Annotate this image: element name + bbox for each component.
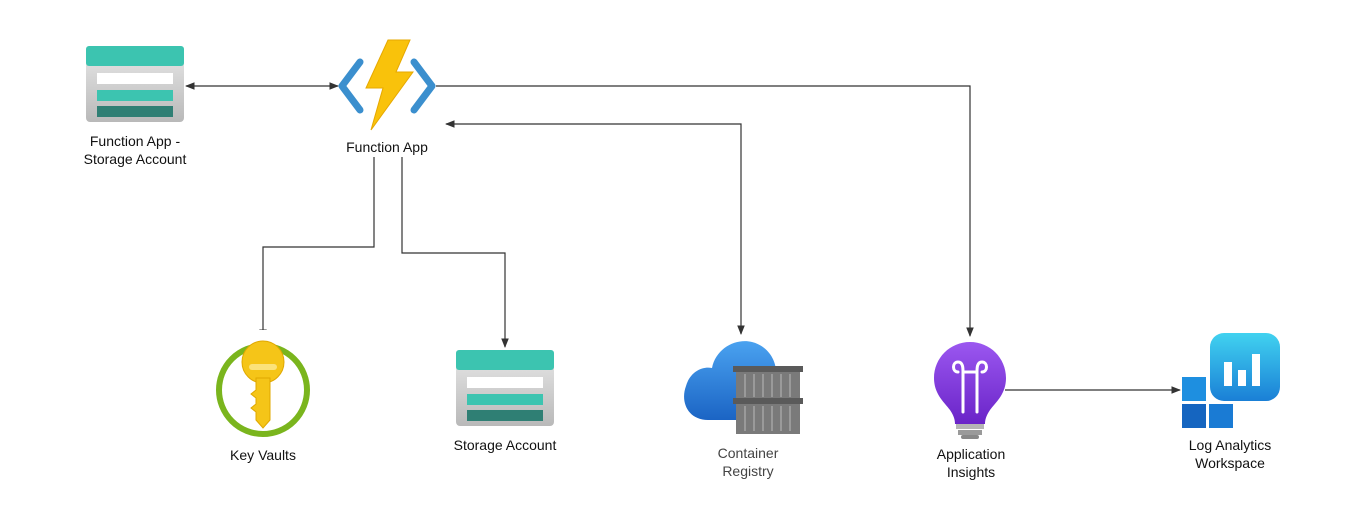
app-insights-label-line1: Application: [936, 446, 1006, 462]
key-vaults-label-text: Key Vaults: [230, 447, 296, 463]
storage-account-label-text: Storage Account: [453, 437, 557, 453]
function-app-icon[interactable]: [338, 39, 436, 131]
key-vault-icon[interactable]: [216, 330, 310, 437]
key-vaults-label: Key Vaults: [230, 446, 296, 464]
func-storage-label-line1: Function App -: [89, 133, 181, 149]
log-analytics-workspace-icon[interactable]: [1182, 333, 1280, 428]
application-insights-icon[interactable]: [934, 342, 1006, 439]
log-analytics-label-line1: Log Analytics: [1188, 437, 1272, 453]
log-analytics-label: Log Analytics Workspace: [1189, 436, 1272, 472]
app-insights-label-line2: Insights: [946, 464, 996, 480]
edge-function-app-to-key-vaults: [259, 157, 375, 339]
container-registry-label-line2: Registry: [722, 463, 774, 479]
storage-account-icon[interactable]: [86, 46, 184, 122]
log-analytics-label-line2: Workspace: [1195, 455, 1265, 471]
storage-account-label: Storage Account: [454, 436, 557, 454]
storage-account-icon-2[interactable]: [456, 350, 554, 426]
app-insights-label: Application Insights: [937, 445, 1006, 481]
edge-function-app-to-container-registry: [445, 120, 745, 335]
func-storage-label: Function App - Storage Account: [84, 132, 187, 168]
container-registry-label-line1: Container: [717, 445, 779, 461]
function-app-label: Function App: [346, 138, 428, 156]
func-storage-label-line2: Storage Account: [83, 151, 187, 167]
connectors: [185, 82, 1181, 394]
container-registry-icon[interactable]: [684, 341, 803, 434]
container-registry-label: Container Registry: [718, 444, 779, 480]
edge-function-app-to-storage-account: [401, 157, 509, 348]
edge-function-app-to-app-insights: [436, 85, 974, 337]
function-app-label-text: Function App: [346, 139, 428, 155]
